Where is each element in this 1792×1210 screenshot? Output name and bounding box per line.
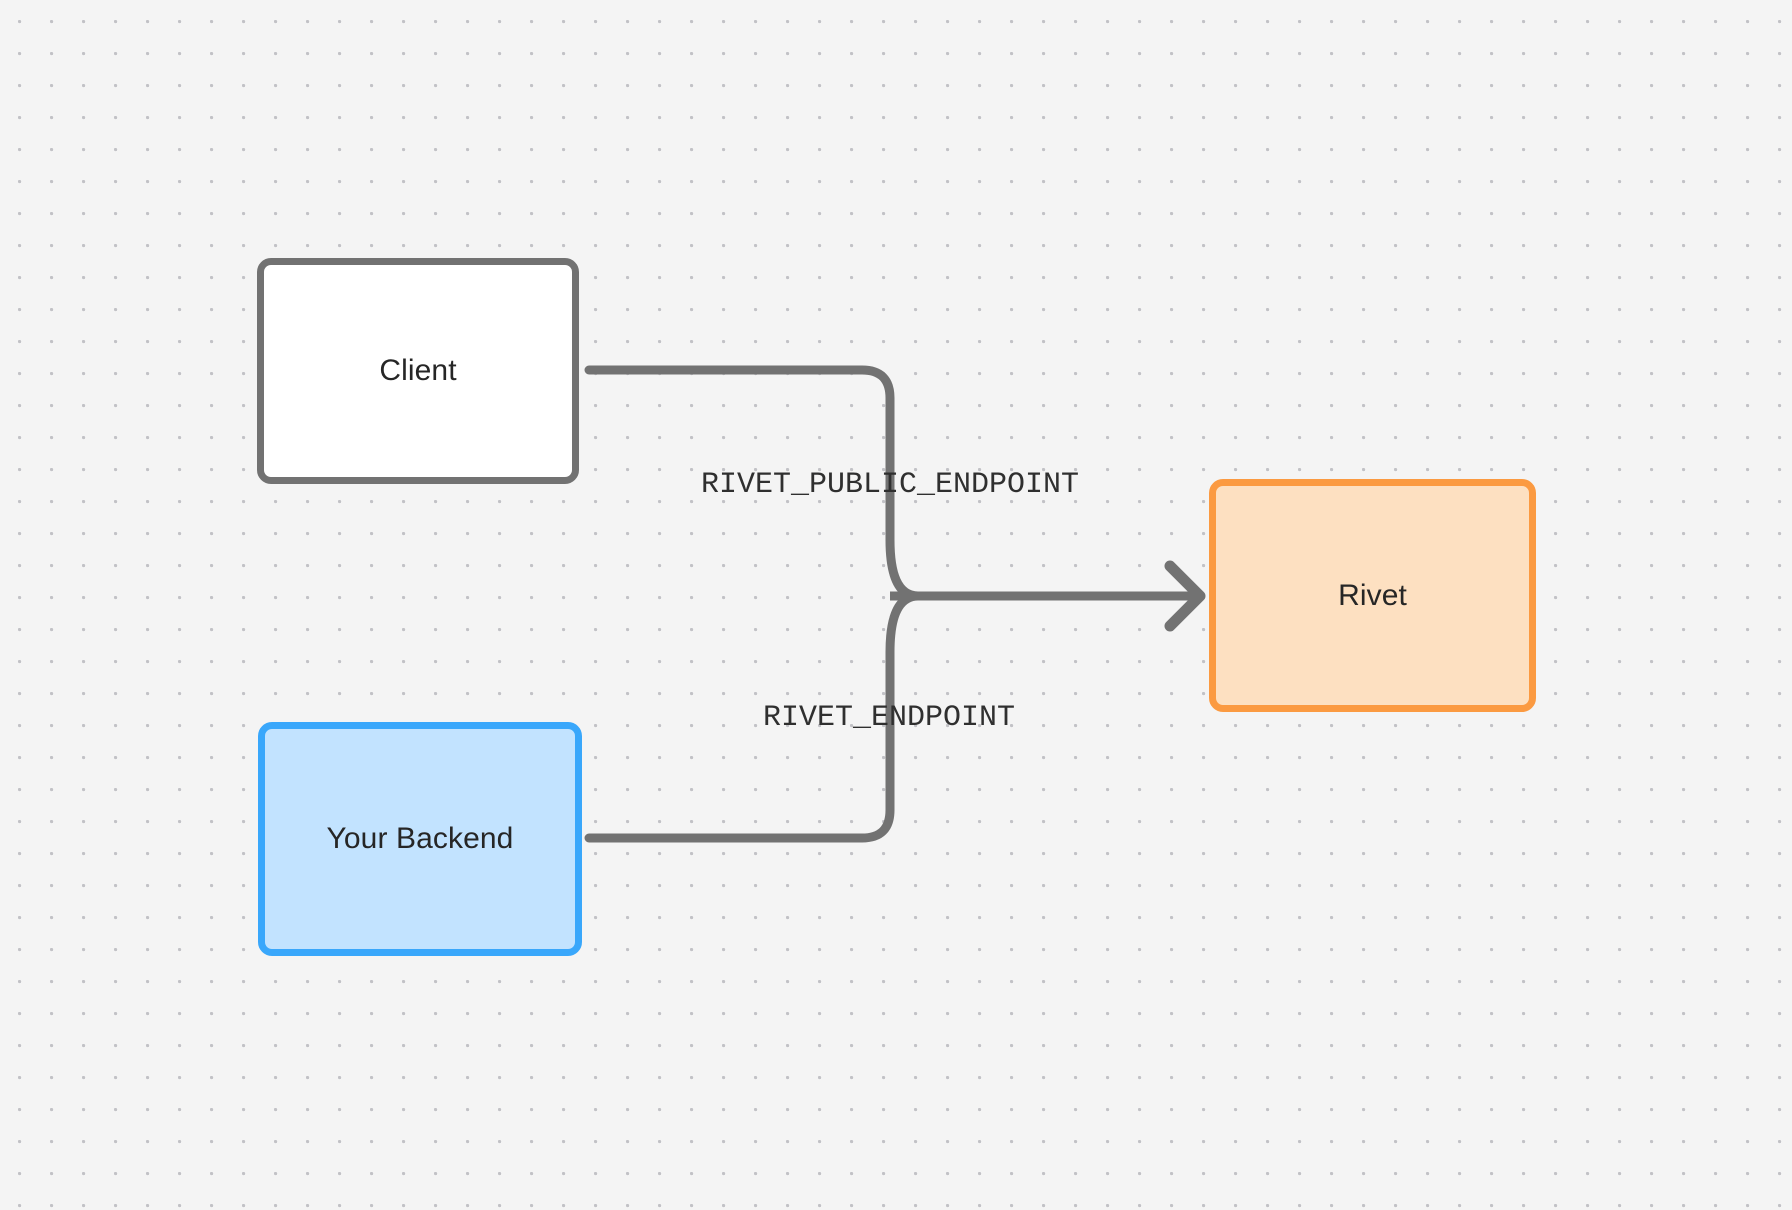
node-rivet[interactable]: Rivet xyxy=(1209,479,1536,712)
edge-label-rivet-public-endpoint: RIVET_PUBLIC_ENDPOINT xyxy=(701,468,1080,502)
edge-arrowhead-icon xyxy=(1164,560,1206,632)
node-rivet-label: Rivet xyxy=(1338,578,1407,612)
node-your-backend[interactable]: Your Backend xyxy=(258,722,582,956)
node-client-label: Client xyxy=(379,354,457,387)
edge-label-rivet-endpoint: RIVET_ENDPOINT xyxy=(763,701,1016,735)
node-your-backend-label: Your Backend xyxy=(326,822,514,855)
node-client[interactable]: Client xyxy=(257,258,579,484)
